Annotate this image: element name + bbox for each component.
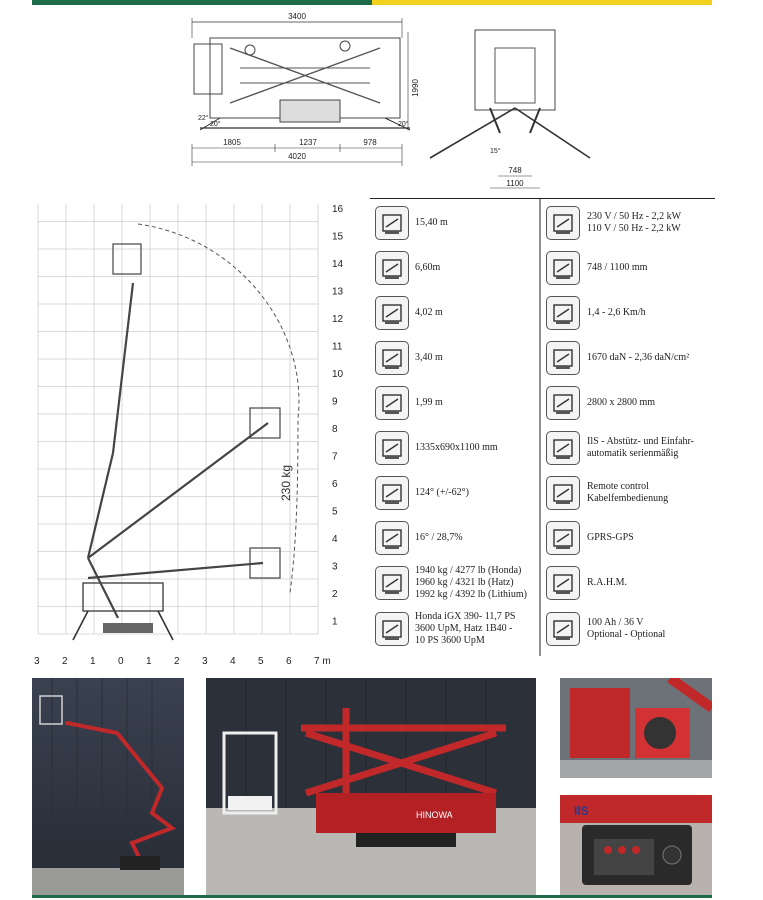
y-tick-label: 14 bbox=[332, 259, 344, 270]
spec-right-value: 230 V / 50 Hz - 2,2 kW 110 V / 50 Hz - 2… bbox=[587, 211, 682, 234]
y-tick-label: 7 bbox=[332, 451, 338, 462]
spec-left-value: Honda iGX 390- 11,7 PS 3600 UpM, Hatz 1B… bbox=[415, 611, 516, 646]
basket-size-icon bbox=[375, 431, 409, 465]
photo-remote-control: IlS bbox=[560, 795, 712, 895]
y-tick-label: 9 bbox=[332, 396, 338, 407]
spec-left-value: 1335x690x1100 mm bbox=[415, 442, 498, 453]
y-tick-label: 16 bbox=[332, 204, 344, 215]
spec-right-value: 2800 x 2800 mm bbox=[587, 397, 656, 408]
electric-icon bbox=[546, 206, 580, 240]
y-tick-label: 5 bbox=[332, 506, 338, 517]
platform-height-alt-icon bbox=[375, 251, 409, 285]
reach-envelope bbox=[137, 223, 300, 594]
spec-left-value: 15,40 m bbox=[415, 217, 448, 228]
y-tick-label: 8 bbox=[332, 424, 338, 435]
spec-left-value: 6,60m bbox=[415, 262, 441, 273]
y-tick-label: 10 bbox=[332, 369, 344, 380]
y-tick-label: 3 bbox=[332, 561, 338, 572]
photo-engine bbox=[560, 678, 712, 778]
photo-transport-position: HINOWA bbox=[206, 678, 536, 895]
x-tick-label: 4 bbox=[230, 656, 236, 667]
spec-right-value: 748 / 1100 mm bbox=[587, 262, 648, 273]
y-tick-label: 6 bbox=[332, 479, 338, 490]
x-tick-label: 3 bbox=[202, 656, 208, 667]
y-tick-label: 13 bbox=[332, 286, 344, 297]
x-tick-label: 3 bbox=[34, 656, 40, 667]
ground-pressure-icon bbox=[546, 341, 580, 375]
spec-right-value: 1,4 - 2,6 Km/h bbox=[587, 307, 646, 318]
y-tick-label: 2 bbox=[332, 589, 338, 600]
load-label: 230 kg bbox=[279, 465, 293, 501]
dim-total-length: 4020 bbox=[288, 152, 306, 161]
spec-right-value: IlS - Abstütz- und Einfahr- automatik se… bbox=[587, 436, 695, 459]
spec-right-value: R.A.H.M. bbox=[587, 577, 628, 588]
dim-width-inner: 748 bbox=[508, 166, 522, 175]
base-chassis bbox=[82, 582, 164, 612]
platform-height-icon bbox=[375, 206, 409, 240]
track-width-icon bbox=[546, 251, 580, 285]
dim-angle-3: 20° bbox=[398, 120, 409, 128]
dim-seg-1: 1805 bbox=[223, 138, 241, 147]
gradeability-icon bbox=[375, 521, 409, 555]
spec-right-value: GPRS-GPS bbox=[587, 532, 634, 543]
drive-speed-icon bbox=[546, 296, 580, 330]
spec-right-value: Remote control Kabelfembedienung bbox=[587, 481, 669, 504]
transport-height-icon bbox=[375, 386, 409, 420]
y-tick-label: 12 bbox=[332, 314, 344, 325]
bottom-accent bbox=[32, 895, 712, 898]
spec-left-value: 16° / 28,7% bbox=[415, 532, 463, 543]
basket-top bbox=[112, 243, 142, 275]
spec-left-value: 124° (+/-62°) bbox=[415, 487, 469, 498]
power-icon bbox=[375, 612, 409, 646]
x-tick-label: 1 bbox=[146, 656, 152, 667]
dim-angle-2: 20° bbox=[210, 120, 221, 128]
y-tick-label: 1 bbox=[332, 616, 338, 627]
top-accent-green bbox=[32, 0, 372, 5]
ils-text: IlS bbox=[574, 804, 589, 818]
dim-angle-front: 15° bbox=[490, 147, 501, 155]
spec-right-value: 1670 daN - 2,36 daN/cm² bbox=[587, 352, 690, 363]
spec-left-value: 4,02 m bbox=[415, 307, 443, 318]
x-tick-label: 0 bbox=[118, 656, 124, 667]
spec-right-value: 100 Ah / 36 V Optional - Optional bbox=[587, 617, 666, 640]
ils-icon bbox=[546, 431, 580, 465]
spec-left-value: 1,99 m bbox=[415, 397, 443, 408]
photo-extended-lift bbox=[32, 678, 184, 895]
dim-seg-3: 978 bbox=[363, 138, 377, 147]
x-tick-label: 6 bbox=[286, 656, 292, 667]
y-tick-label: 4 bbox=[332, 534, 338, 545]
x-tick-label: 5 bbox=[258, 656, 264, 667]
spec-left-value: 1940 kg / 4277 lb (Honda) 1960 kg / 4321… bbox=[415, 565, 527, 600]
x-tick-label: 2 bbox=[62, 656, 68, 667]
spec-table-frame bbox=[370, 198, 715, 656]
x-tick-label: 1 bbox=[90, 656, 96, 667]
battery-icon bbox=[546, 612, 580, 646]
basket-low bbox=[249, 547, 281, 579]
outrigger-footprint-icon bbox=[546, 386, 580, 420]
brand-text: HINOWA bbox=[416, 810, 453, 820]
rahm-icon bbox=[546, 566, 580, 600]
track bbox=[103, 623, 153, 633]
remote-control-icon bbox=[546, 476, 580, 510]
rotation-icon bbox=[375, 476, 409, 510]
outreach-small-icon bbox=[375, 341, 409, 375]
dim-angle-1: 22° bbox=[198, 114, 209, 122]
dim-width-outer: 1100 bbox=[506, 179, 524, 188]
weight-icon bbox=[375, 566, 409, 600]
x-tick-label: 2 bbox=[174, 656, 180, 667]
dim-top: 3400 bbox=[288, 12, 306, 21]
outreach-icon bbox=[375, 296, 409, 330]
y-tick-label: 15 bbox=[332, 231, 344, 242]
x-tick-label: 7 m bbox=[314, 656, 331, 667]
gps-icon bbox=[546, 521, 580, 555]
dim-height: 1990 bbox=[411, 79, 420, 97]
y-tick-label: 11 bbox=[332, 341, 343, 352]
top-accent-yellow bbox=[372, 0, 712, 5]
spec-left-value: 3,40 m bbox=[415, 352, 443, 363]
dim-seg-2: 1237 bbox=[299, 138, 317, 147]
basket-mid bbox=[249, 407, 281, 439]
technical-drawing: 3400 1990 22° 20° 20° 1805 1237 978 4020… bbox=[191, 12, 591, 189]
